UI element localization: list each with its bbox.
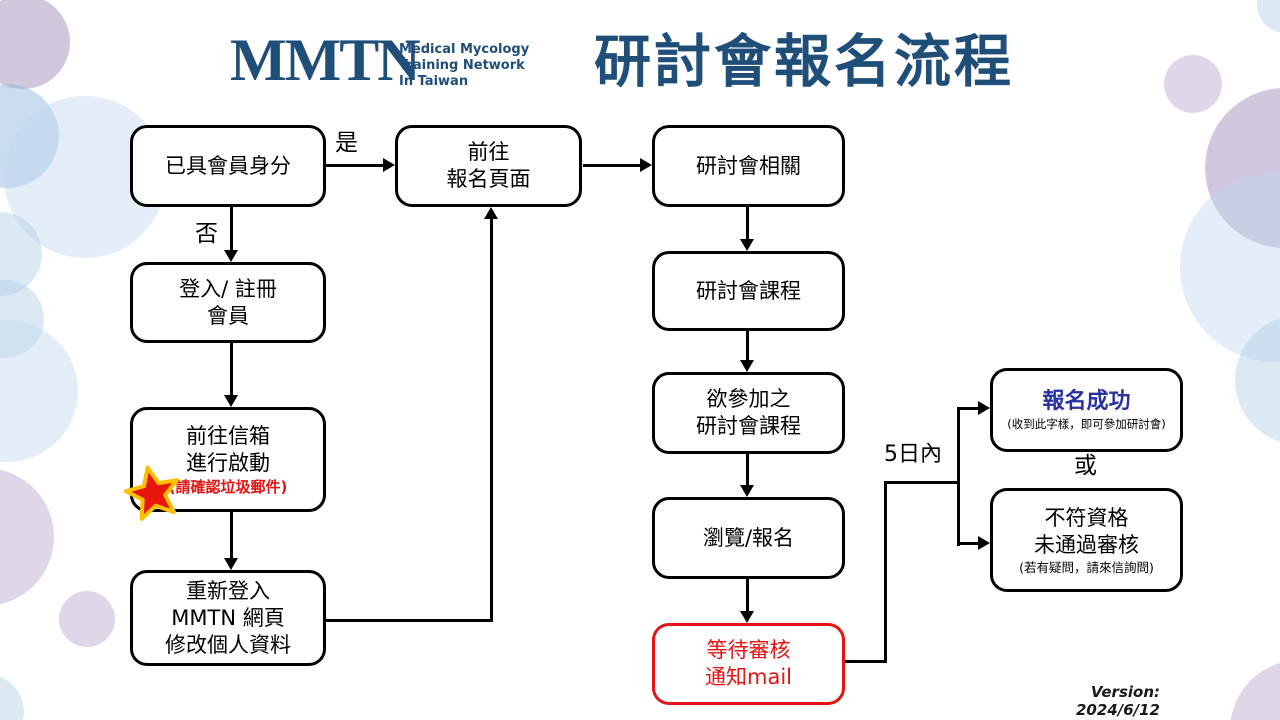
decorative-circle	[1230, 660, 1280, 720]
node-text: 報名頁面	[446, 167, 531, 191]
connector-line	[957, 407, 960, 546]
connector-line	[746, 579, 749, 612]
connector-line	[845, 660, 887, 663]
node-text: 進行啟動	[186, 450, 270, 475]
node-text: 等待審核	[706, 638, 791, 662]
arrowhead	[224, 395, 238, 407]
connector-line	[230, 512, 233, 559]
arrowhead	[383, 158, 395, 172]
decorative-circle	[0, 674, 24, 720]
logo-subtext-line: In Taiwan	[399, 74, 469, 89]
connector-line	[230, 343, 233, 396]
edge-label-no: 否	[195, 221, 218, 247]
connector-line	[490, 218, 493, 622]
logo-subtext-line: Medical Mycology	[399, 42, 530, 57]
arrowhead	[640, 158, 652, 172]
connector-line	[746, 331, 749, 361]
decorative-circle	[0, 320, 78, 462]
arrowhead	[740, 611, 754, 623]
node-text: 登入/ 註冊	[179, 276, 277, 301]
node-text: 研討會相關	[696, 153, 801, 178]
connector-line	[746, 454, 749, 486]
mmtn-logo-subtext: Medical Mycology Training Network In Tai…	[399, 42, 529, 90]
flow-node-login-register: 登入/ 註冊 會員	[130, 262, 326, 343]
decorative-circle	[0, 468, 54, 606]
arrowhead	[224, 250, 238, 262]
arrowhead	[740, 360, 754, 372]
flow-node-seminar-related: 研討會相關	[652, 125, 845, 207]
arrowhead	[224, 558, 238, 570]
node-text: 修改個人資料	[165, 632, 291, 657]
node-note: (收到此字樣，即可參加研討會)	[1007, 416, 1166, 431]
node-text: MMTN 網頁	[171, 605, 285, 630]
decorative-circle	[1257, 0, 1280, 33]
node-text: 瀏覽/報名	[702, 525, 795, 550]
logo-subtext-line: Training Network	[399, 58, 525, 73]
arrowhead	[484, 207, 498, 219]
decorative-circle	[0, 0, 70, 89]
node-text: 通知mail	[705, 665, 792, 689]
node-text: 欲參加之	[706, 387, 791, 411]
connector-line	[326, 164, 383, 167]
flow-node-browse-register: 瀏覽/報名	[652, 497, 845, 579]
connector-line	[884, 481, 960, 484]
arrowhead	[740, 239, 754, 251]
flow-node-member-check: 已具會員身分	[130, 125, 326, 207]
edge-label-or: 或	[1074, 453, 1097, 479]
node-text: 不符資格	[1044, 505, 1129, 530]
connector-line	[230, 207, 233, 252]
arrowhead	[740, 485, 754, 497]
node-warning-note: (請確認垃圾郵件)	[168, 477, 288, 496]
flow-node-seminar-course: 研討會課程	[652, 251, 845, 331]
decorative-circle	[1164, 55, 1222, 113]
connector-line	[746, 207, 749, 240]
connector-line	[957, 542, 980, 545]
page-title: 研討會報名流程	[594, 29, 1014, 95]
mmtn-logo: MMTN	[230, 27, 421, 93]
arrowhead	[978, 401, 990, 415]
edge-label-yes: 是	[335, 130, 358, 156]
node-text: 未通過審核	[1034, 532, 1139, 557]
flow-node-success: 報名成功 (收到此字樣，即可參加研討會)	[990, 368, 1183, 452]
connector-line	[583, 164, 640, 167]
connector-line	[326, 619, 493, 622]
flow-node-desired-course: 欲參加之 研討會課程	[652, 372, 845, 454]
node-text: 報名成功	[1042, 388, 1131, 414]
node-text: 會員	[207, 303, 249, 328]
decorative-circle	[59, 591, 115, 647]
flow-node-wait-review: 等待審核 通知mail	[652, 623, 845, 705]
node-text: 已具會員身分	[165, 153, 291, 178]
arrowhead	[978, 536, 990, 550]
node-text: 前往信箱	[186, 423, 270, 448]
flow-node-goto-registration: 前往 報名頁面	[395, 125, 582, 207]
flow-node-relogin: 重新登入 MMTN 網頁 修改個人資料	[130, 570, 326, 666]
star-icon	[124, 465, 179, 521]
node-text: 重新登入	[186, 578, 270, 603]
connector-line	[957, 407, 980, 410]
node-text: 研討會課程	[696, 278, 801, 303]
node-text: 前往	[467, 140, 510, 164]
edge-label-5-days: 5日內	[884, 442, 942, 467]
flow-node-rejected: 不符資格 未通過審核 (若有疑問，請來信詢問)	[990, 488, 1183, 592]
node-note: (若有疑問，請來信詢問)	[1019, 559, 1154, 575]
version-text: Version: 2024/6/12	[1075, 683, 1160, 719]
connector-line	[884, 481, 887, 663]
node-text: 研討會課程	[696, 414, 801, 438]
